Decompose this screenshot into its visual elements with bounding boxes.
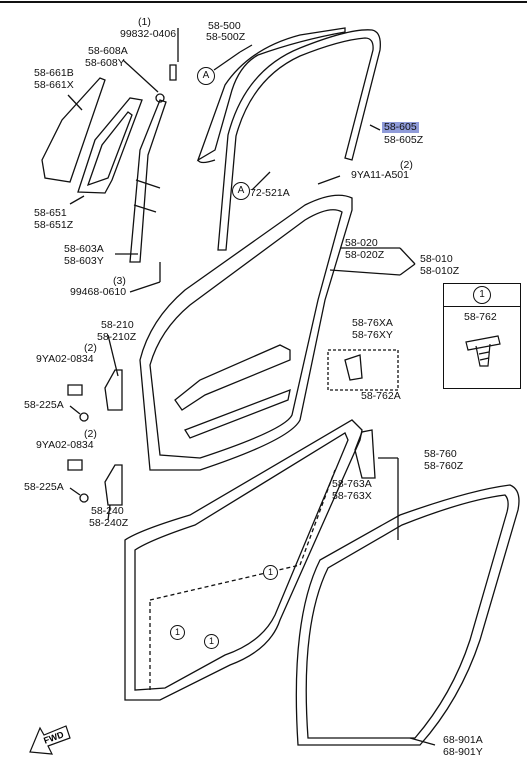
part-label: 58-76XA bbox=[352, 317, 393, 329]
callout-1-marker: 1 bbox=[170, 625, 185, 640]
fwd-arrow: FWD bbox=[29, 725, 71, 755]
part-label: 58-240 bbox=[91, 505, 124, 517]
part-label: 58-76XY bbox=[352, 329, 393, 341]
part-label: 58-225A bbox=[24, 399, 64, 411]
part-label: 58-760Z bbox=[424, 460, 464, 472]
part-label: 58-661X bbox=[34, 79, 74, 91]
part-label: 58-010 bbox=[420, 253, 453, 265]
door-glass bbox=[196, 27, 346, 162]
quarter-glass bbox=[41, 77, 106, 183]
part-label-highlighted: 58-605 bbox=[382, 121, 419, 133]
corner-trim bbox=[354, 429, 376, 479]
qty-label: (1) bbox=[138, 16, 151, 28]
qty-label: (2) bbox=[400, 159, 413, 171]
quarter-frame bbox=[77, 97, 143, 194]
part-label: 58-661B bbox=[34, 67, 74, 79]
clip-inset: 1 58-762 bbox=[443, 283, 521, 389]
bracket bbox=[344, 354, 363, 381]
part-label: 9YA02-0834 bbox=[36, 439, 94, 451]
part-label: 9YA02-0834 bbox=[36, 353, 94, 365]
glass-run-channel bbox=[217, 29, 381, 251]
part-label: 58-762A bbox=[361, 390, 401, 402]
part-label: 58-608A bbox=[88, 45, 128, 57]
part-label: 58-210Z bbox=[97, 331, 137, 343]
callout-a-marker: A bbox=[197, 67, 215, 85]
upper-hinge bbox=[104, 369, 123, 411]
inset-header: 1 bbox=[444, 284, 520, 307]
part-label: 99468-0610 bbox=[70, 286, 127, 298]
part-label: 58-763A bbox=[332, 478, 372, 490]
door-frame bbox=[139, 194, 353, 471]
part-label: 58-240Z bbox=[89, 517, 129, 529]
part-label: 58-762 bbox=[464, 311, 497, 323]
qty-label: (3) bbox=[113, 275, 126, 287]
part-label: 72-521A bbox=[250, 187, 290, 199]
part-label: 99832-0406 bbox=[120, 28, 177, 40]
part-label: 58-651 bbox=[34, 207, 67, 219]
qty-label: (2) bbox=[84, 342, 97, 354]
part-label: 58-760 bbox=[424, 448, 457, 460]
opening-weatherstrip bbox=[295, 484, 520, 746]
part-label: 68-901Y bbox=[443, 746, 483, 758]
part-label: 58-500Z bbox=[206, 31, 246, 43]
part-label: 58-763X bbox=[332, 490, 372, 502]
part-label: 58-651Z bbox=[34, 219, 74, 231]
part-label: 58-010Z bbox=[420, 265, 460, 277]
part-label: 58-603Y bbox=[64, 255, 104, 267]
qty-label: (2) bbox=[84, 428, 97, 440]
callout-1-marker: 1 bbox=[263, 565, 278, 580]
part-label: 58-605Z bbox=[384, 134, 424, 146]
part-label: 58-020Z bbox=[345, 249, 385, 261]
door-weatherstrip bbox=[124, 419, 363, 701]
rear-channel bbox=[129, 99, 167, 263]
clip-icon bbox=[465, 335, 501, 367]
callout-a-marker: A bbox=[232, 182, 250, 200]
callout-1-marker: 1 bbox=[473, 286, 491, 304]
part-label: 58-225A bbox=[24, 481, 64, 493]
callout-1-marker: 1 bbox=[204, 634, 219, 649]
part-label: 58-500 bbox=[208, 20, 241, 32]
part-label: 58-608Y bbox=[85, 57, 125, 69]
part-label: 58-603A bbox=[64, 243, 104, 255]
part-label: 58-020 bbox=[345, 237, 378, 249]
lower-hinge bbox=[104, 464, 123, 506]
part-label: 68-901A bbox=[443, 734, 483, 746]
part-label: 58-210 bbox=[101, 319, 134, 331]
part-label: 9YA11-A501 bbox=[351, 169, 409, 181]
